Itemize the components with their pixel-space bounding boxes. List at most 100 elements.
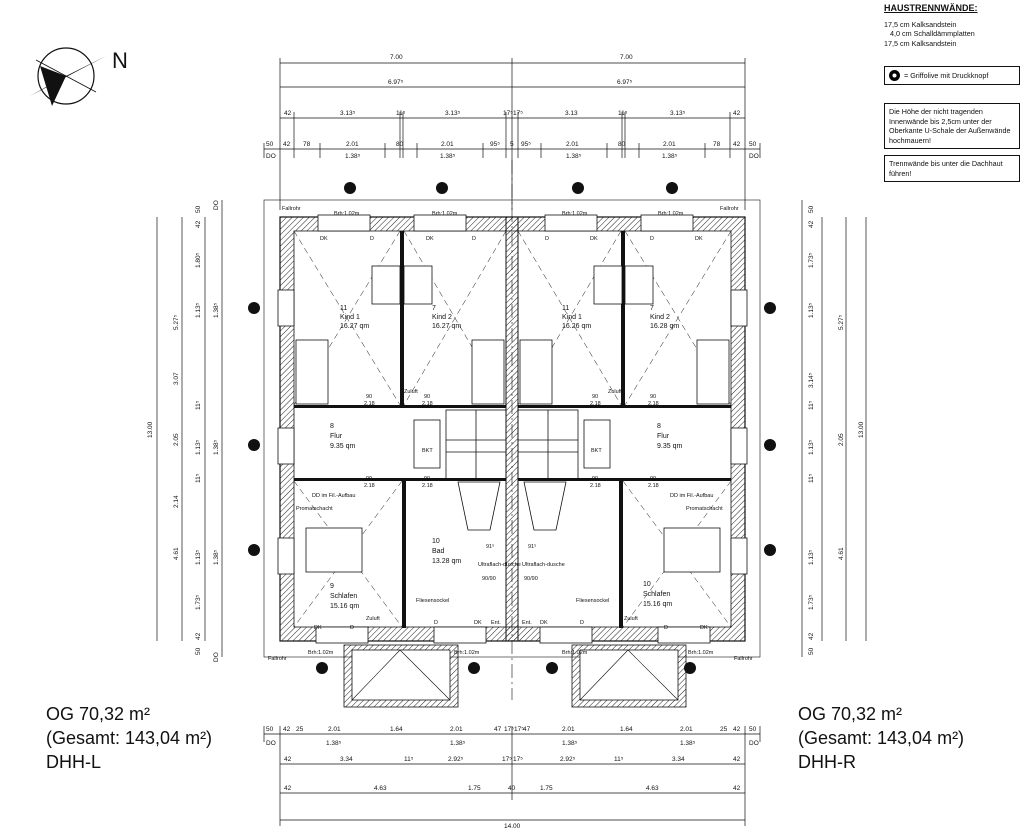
dim-a-8: 3.13⁵ <box>670 110 686 117</box>
dim-side-inner-2: 1.80⁵ <box>195 252 202 268</box>
dim-side-sub-4: DO <box>213 652 220 662</box>
dim-r1-0: 50 <box>266 726 274 733</box>
dim-side-sub-1: 1.38⁵ <box>213 302 220 318</box>
door-width: 90 <box>592 394 598 400</box>
left-total: (Gesamt: 143,04 m²) <box>46 728 213 748</box>
north-label: N <box>112 48 128 73</box>
brh-label: Brh:1.02m <box>562 211 588 217</box>
dim-right-inner-8: 1.13⁵ <box>808 549 815 565</box>
dim-total-height-right: 13.00 <box>858 421 865 438</box>
left-name: DHH-L <box>46 752 102 772</box>
notes-title: HAUSTRENNWÄNDE: <box>884 3 978 13</box>
zuluft-label: Zuluft <box>624 616 638 622</box>
d-label: D <box>350 625 354 631</box>
notes-panel: HAUSTRENNWÄNDE: 17,5 cm Kalksandstein 4,… <box>884 3 1020 182</box>
brh-label: Brh:1.02m <box>454 650 480 656</box>
dim-r1-14: 42 <box>733 726 741 733</box>
door-width: 90 <box>592 476 598 482</box>
rooms-left: 11 Kind 1 16.27 qm 7 Kind 2 16.27 qm 8 F… <box>330 305 461 610</box>
room-name: Bad <box>432 548 445 555</box>
dk-label: DK <box>695 236 703 242</box>
dim-b-3: 2.01 <box>346 141 359 148</box>
dk-label: DK <box>314 625 322 631</box>
dim-right-outer-1: 2.05 <box>838 433 845 446</box>
fliesen-label: Fliesensockel <box>576 598 609 604</box>
dim-side-outer-4: 4.61 <box>173 547 180 560</box>
dim-sub-1: 1.38⁵ <box>345 153 361 160</box>
bath-width: 91⁵ <box>486 543 494 550</box>
dim-r1sub-5: DO <box>749 740 759 747</box>
room-name: Flur <box>330 433 343 440</box>
right-area: OG 70,32 m² <box>798 704 903 724</box>
dk-label: DK <box>474 620 482 626</box>
room-name: Kind 1 <box>340 314 360 321</box>
room-num: 11 <box>340 305 347 312</box>
promat-label: Promatschacht <box>686 506 723 512</box>
dim-r1sub-3: 1.38⁵ <box>562 740 578 747</box>
dim-b-1: 42 <box>283 141 291 148</box>
bkt-label: BKT <box>422 448 433 454</box>
legend-box: = Griffolive mit Druckknopf <box>884 66 1020 85</box>
brh-label: Brh:1.02m <box>562 650 588 656</box>
dim-side-inner-7: 1.13⁵ <box>195 549 202 565</box>
dk-label: DK <box>320 236 328 242</box>
left-area: OG 70,32 m² <box>46 704 151 724</box>
dim-r1-2: 25 <box>296 726 304 733</box>
note-height: Die Höhe der nicht tragenden Innenwände … <box>884 103 1020 149</box>
dusche-label: Ultraflach-dusche <box>522 562 565 568</box>
room-name: Schlafen <box>330 593 357 600</box>
dim-b-2: 78 <box>303 141 311 148</box>
dim-sub-4: 1.38⁵ <box>662 153 678 160</box>
right-total: (Gesamt: 143,04 m²) <box>798 728 965 748</box>
door-width: 90 <box>424 476 430 482</box>
dim-r2-8: 3.34 <box>672 756 685 763</box>
dim-b-5: 2.01 <box>441 141 454 148</box>
dim-r1-4: 1.64 <box>390 726 403 733</box>
dim-a-5: 17⁵ <box>513 110 523 117</box>
room-num: 8 <box>657 423 661 430</box>
top-dimensions <box>263 58 761 210</box>
dim-side-inner-5: 1.13⁵ <box>195 439 202 455</box>
dim-r2-3: 2.92⁵ <box>448 756 464 763</box>
door-width: 90 <box>650 394 656 400</box>
door-height: 2.18 <box>648 483 659 489</box>
dim-b-9: 2.01 <box>566 141 579 148</box>
dim-r1sub-0: DO <box>266 740 276 747</box>
dim-half-left: 7.00 <box>390 54 403 61</box>
d-label: D <box>472 236 476 242</box>
d-label: D <box>434 620 438 626</box>
dim-side-inner-1: 42 <box>195 220 202 228</box>
dim-right-inner-2: 1.73⁵ <box>808 252 815 268</box>
dim-r1-13: 25 <box>720 726 728 733</box>
ent-label: Ent. <box>491 620 501 626</box>
dim-right-inner-5: 11⁵ <box>808 400 815 410</box>
dim-total-height: 13.00 <box>147 421 154 438</box>
d-label: D <box>370 236 374 242</box>
bottom-dimension-labels: 50 42 25 2.01 1.64 2.01 47 17⁵ 17⁵ 47 2.… <box>266 726 759 830</box>
dim-r3-4: 1.75 <box>540 785 553 792</box>
room-num: 7 <box>432 305 436 312</box>
plan-annotations: Fallrohr Fallrohr Fallrohr Fallrohr Brh:… <box>268 206 753 662</box>
bkt-label: BKT <box>591 448 602 454</box>
dim-right-inner-10: 42 <box>808 632 815 640</box>
left-unit-info: OG 70,32 m² (Gesamt: 143,04 m²) DHH-L <box>46 702 212 774</box>
side-dimensions <box>156 200 867 657</box>
d-label: D <box>650 236 654 242</box>
dk-label: DK <box>540 620 548 626</box>
room-area: 15.16 qm <box>330 603 359 610</box>
dusche-size: 90/90 <box>482 576 496 582</box>
dim-r2-9: 42 <box>733 756 741 763</box>
fliesen-label: Fliesensockel <box>416 598 449 604</box>
right-unit-info: OG 70,32 m² (Gesamt: 143,04 m²) DHH-R <box>798 702 964 774</box>
door-height: 2.18 <box>648 401 659 407</box>
dim-r1-15: 50 <box>749 726 757 733</box>
dim-a-0: 42 <box>284 110 292 117</box>
fallrohr-label: Fallrohr <box>282 206 301 212</box>
dim-a-7: 11⁵ <box>618 110 628 117</box>
dim-right-inner-4: 3.14⁵ <box>808 372 815 388</box>
dim-r1-12: 2.01 <box>680 726 693 733</box>
dim-right-inner-0: 50 <box>808 205 815 213</box>
dim-r1-5: 2.01 <box>450 726 463 733</box>
dusche-size: 90/90 <box>524 576 538 582</box>
dim-sub-0: DO <box>266 153 276 160</box>
